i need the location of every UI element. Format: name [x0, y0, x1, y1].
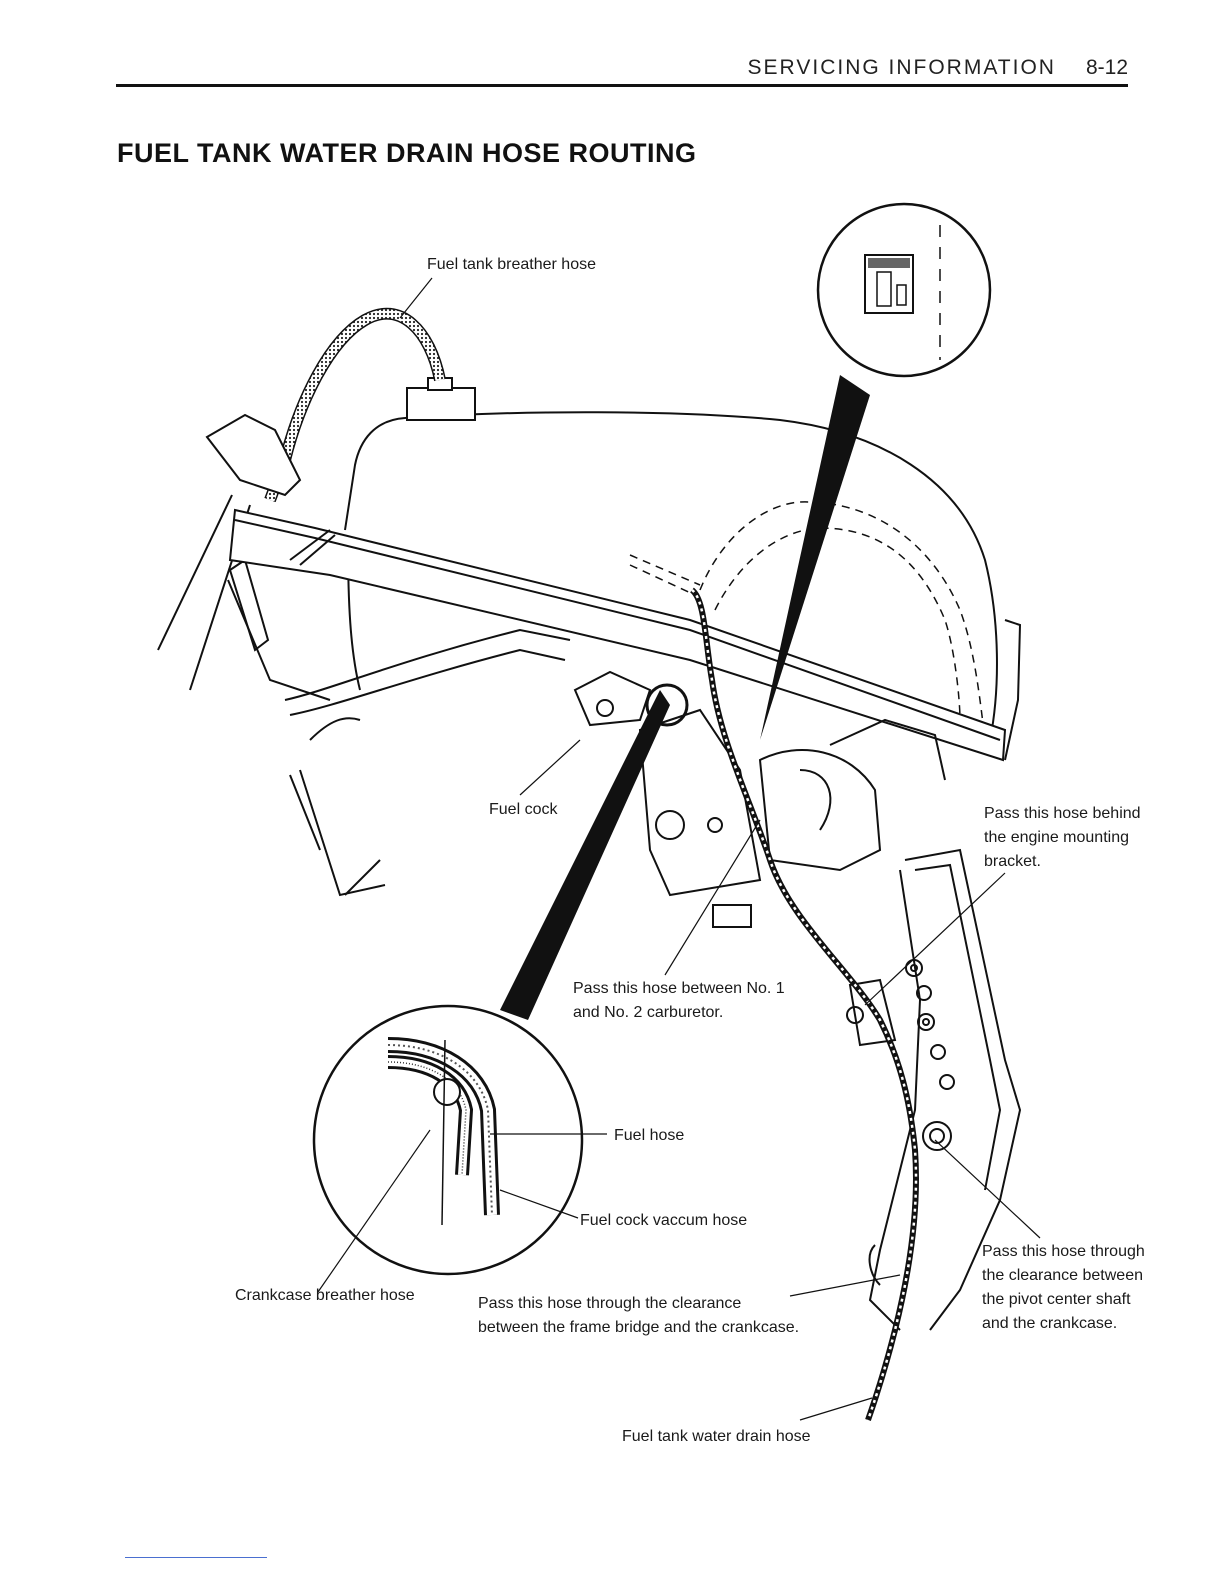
label-fuel-tank-breather-hose: Fuel tank breather hose: [427, 256, 596, 273]
label-line: Pass this hose behind: [984, 805, 1141, 822]
label-fuel-tank-water-drain-hose: Fuel tank water drain hose: [622, 1428, 811, 1445]
footer-line: [125, 1557, 267, 1558]
main-frame-rail: [228, 508, 1007, 781]
label-line: the clearance between: [982, 1267, 1143, 1284]
breather-hose: [205, 307, 446, 503]
label-line: bracket.: [984, 853, 1041, 870]
frame-downtube: [157, 494, 386, 897]
section-name: SERVICING INFORMATION: [747, 56, 1056, 79]
label-fuel-cock-vacuum-hose: Fuel cock vaccum hose: [580, 1212, 748, 1229]
fuel-tank-water-drain-hose: [689, 587, 919, 1421]
label-pass-pivot-shaft: Pass this hose through the clearance bet…: [982, 1240, 1145, 1336]
page-number: 8-12: [1085, 56, 1128, 79]
label-line: between the frame bridge and the crankca…: [478, 1319, 800, 1336]
leader-lines: [317, 277, 1041, 1421]
label-line: Pass this hose between No. 1: [573, 980, 785, 997]
label-line: Pass this hose through: [982, 1243, 1145, 1260]
carburetor-area: [573, 670, 882, 928]
label-pass-frame-bridge: Pass this hose through the clearance bet…: [478, 1292, 799, 1340]
rear-frame: [846, 848, 1022, 1331]
label-line: and No. 2 carburetor.: [573, 1004, 724, 1021]
label-fuel-cock: Fuel cock: [489, 801, 558, 818]
label-line: Pass this hose through the clearance: [478, 1295, 742, 1312]
label-pass-behind-bracket: Pass this hose behind the engine mountin…: [984, 802, 1141, 874]
label-fuel-hose: Fuel hose: [614, 1127, 685, 1144]
running-header: SERVICING INFORMATION 8-12: [748, 56, 1128, 80]
lower-frame: [284, 628, 571, 741]
tank-cutaway: [629, 501, 986, 741]
bottom-detail-callout: [312, 690, 670, 1276]
fuel-tank: [344, 377, 1022, 761]
label-line: the pivot center shaft: [982, 1291, 1131, 1308]
top-detail-callout: [760, 202, 992, 740]
label-line: the engine mounting: [984, 829, 1129, 846]
page-title: FUEL TANK WATER DRAIN HOSE ROUTING: [117, 138, 697, 168]
header-rule: [116, 84, 1128, 87]
label-line: and the crankcase.: [982, 1315, 1118, 1332]
label-crankcase-breather-hose: Crankcase breather hose: [235, 1287, 415, 1304]
label-pass-between-carburetors: Pass this hose between No. 1 and No. 2 c…: [573, 977, 785, 1025]
